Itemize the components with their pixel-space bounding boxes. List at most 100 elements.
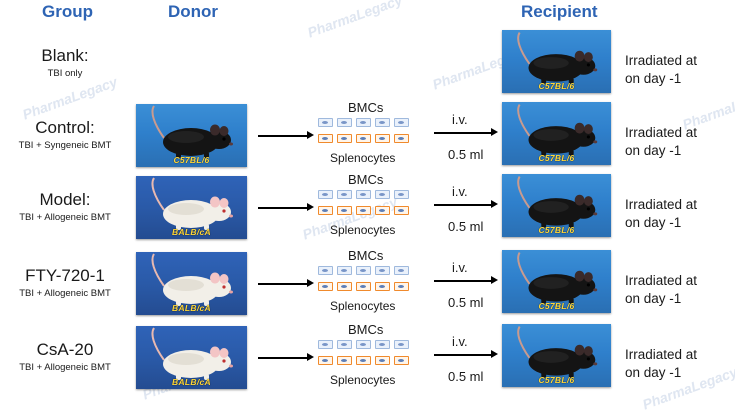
iv-label: i.v. bbox=[452, 334, 468, 349]
volume-label: 0.5 ml bbox=[448, 219, 484, 234]
watermark: PharmaLegacy bbox=[305, 0, 405, 41]
bmc-cell bbox=[356, 118, 371, 127]
splenocyte-cell bbox=[318, 356, 333, 365]
irradiation-line-2: on day -1 bbox=[625, 143, 682, 158]
donor-photo: BALB/cA bbox=[136, 176, 247, 239]
group-name: Blank: bbox=[41, 46, 89, 65]
bmcs-label: BMCs bbox=[348, 100, 384, 115]
volume-label: 0.5 ml bbox=[448, 147, 484, 162]
white-mouse-image bbox=[151, 327, 233, 380]
volume-label: 0.5 ml bbox=[448, 369, 484, 384]
recipient-photo: C57BL/6 bbox=[502, 324, 611, 387]
black-mouse-image bbox=[151, 105, 233, 158]
bmc-cell bbox=[318, 340, 333, 349]
splenocyte-cell bbox=[337, 282, 352, 291]
group-subtitle: TBI + Syngeneic BMT bbox=[18, 140, 112, 151]
arrow-donor-to-cells bbox=[258, 204, 314, 210]
group-name: FTY-720-1 bbox=[25, 266, 105, 285]
cell-grid bbox=[318, 266, 413, 296]
black-mouse-image bbox=[517, 31, 598, 84]
black-mouse-image bbox=[517, 325, 598, 378]
cell-grid bbox=[318, 340, 413, 370]
bmcs-label: BMCs bbox=[348, 248, 384, 263]
black-mouse-image bbox=[517, 175, 598, 228]
bmc-cell bbox=[356, 266, 371, 275]
donor-strain-label: BALB/cA bbox=[172, 377, 211, 387]
group-name: Control: bbox=[35, 118, 95, 137]
group-name: Model: bbox=[39, 190, 91, 209]
iv-label: i.v. bbox=[452, 112, 468, 127]
bmc-cell bbox=[375, 118, 390, 127]
arrow-donor-to-cells bbox=[258, 280, 314, 286]
splenocyte-cell bbox=[375, 282, 390, 291]
bmc-cell bbox=[337, 266, 352, 275]
group-subtitle: TBI + Allogeneic BMT bbox=[19, 362, 111, 373]
splenocyte-cell bbox=[356, 356, 371, 365]
splenocyte-cell bbox=[356, 134, 371, 143]
bmc-cell bbox=[318, 190, 333, 199]
iv-label: i.v. bbox=[452, 260, 468, 275]
white-mouse-image bbox=[151, 253, 233, 306]
header-donor: Donor bbox=[168, 2, 219, 21]
black-mouse-image bbox=[517, 251, 598, 304]
iv-label: i.v. bbox=[452, 184, 468, 199]
cell-grid bbox=[318, 118, 413, 148]
bmc-cell bbox=[337, 340, 352, 349]
donor-photo: C57BL/6 bbox=[136, 104, 247, 167]
splenocyte-cell bbox=[394, 356, 409, 365]
recipient-strain-label: C57BL/6 bbox=[538, 225, 575, 235]
splenocytes-label: Splenocytes bbox=[330, 373, 396, 387]
recipient-photo: C57BL/6 bbox=[502, 174, 611, 237]
white-mouse-image bbox=[151, 177, 233, 230]
splenocyte-cell bbox=[318, 282, 333, 291]
donor-strain-label: BALB/cA bbox=[172, 227, 211, 237]
bmc-cell bbox=[337, 190, 352, 199]
splenocyte-cell bbox=[337, 356, 352, 365]
bmc-cell bbox=[356, 340, 371, 349]
splenocytes-label: Splenocytes bbox=[330, 223, 396, 237]
arrow-cells-to-recipient bbox=[434, 201, 498, 207]
irradiation-line-2: on day -1 bbox=[625, 365, 682, 380]
recipient-strain-label: C57BL/6 bbox=[538, 153, 575, 163]
splenocyte-cell bbox=[394, 134, 409, 143]
black-mouse-image bbox=[517, 103, 598, 156]
volume-label: 0.5 ml bbox=[448, 295, 484, 310]
bmc-cell bbox=[394, 340, 409, 349]
splenocyte-cell bbox=[356, 282, 371, 291]
arrow-donor-to-cells bbox=[258, 354, 314, 360]
bmc-cell bbox=[375, 340, 390, 349]
splenocyte-cell bbox=[375, 134, 390, 143]
splenocyte-cell bbox=[337, 134, 352, 143]
bmc-cell bbox=[318, 266, 333, 275]
group-subtitle: TBI only bbox=[47, 68, 83, 79]
watermark: PharmaLegacy bbox=[20, 73, 120, 123]
splenocyte-cell bbox=[318, 134, 333, 143]
bmc-cell bbox=[394, 190, 409, 199]
splenocyte-cell bbox=[394, 282, 409, 291]
irradiation-line-1: Irradiated at bbox=[625, 197, 698, 212]
donor-strain-label: C57BL/6 bbox=[173, 155, 210, 165]
arrow-cells-to-recipient bbox=[434, 277, 498, 283]
donor-photo: BALB/cA bbox=[136, 252, 247, 315]
header-group: Group bbox=[42, 2, 93, 21]
group-name: CsA-20 bbox=[36, 340, 94, 359]
recipient-strain-label: C57BL/6 bbox=[538, 81, 575, 91]
splenocyte-cell bbox=[337, 206, 352, 215]
irradiation-line-2: on day -1 bbox=[625, 291, 682, 306]
donor-photo: BALB/cA bbox=[136, 326, 247, 389]
cell-grid bbox=[318, 190, 413, 220]
bmc-cell bbox=[394, 266, 409, 275]
group-subtitle: TBI + Allogeneic BMT bbox=[19, 288, 111, 299]
bmc-cell bbox=[318, 118, 333, 127]
irradiation-note: Irradiated at on day -1 bbox=[625, 272, 735, 308]
bmc-cell bbox=[375, 190, 390, 199]
irradiation-line-1: Irradiated at bbox=[625, 273, 698, 288]
splenocyte-cell bbox=[375, 206, 390, 215]
bmc-cell bbox=[394, 118, 409, 127]
recipient-photo: C57BL/6 bbox=[502, 102, 611, 165]
bmcs-label: BMCs bbox=[348, 322, 384, 337]
